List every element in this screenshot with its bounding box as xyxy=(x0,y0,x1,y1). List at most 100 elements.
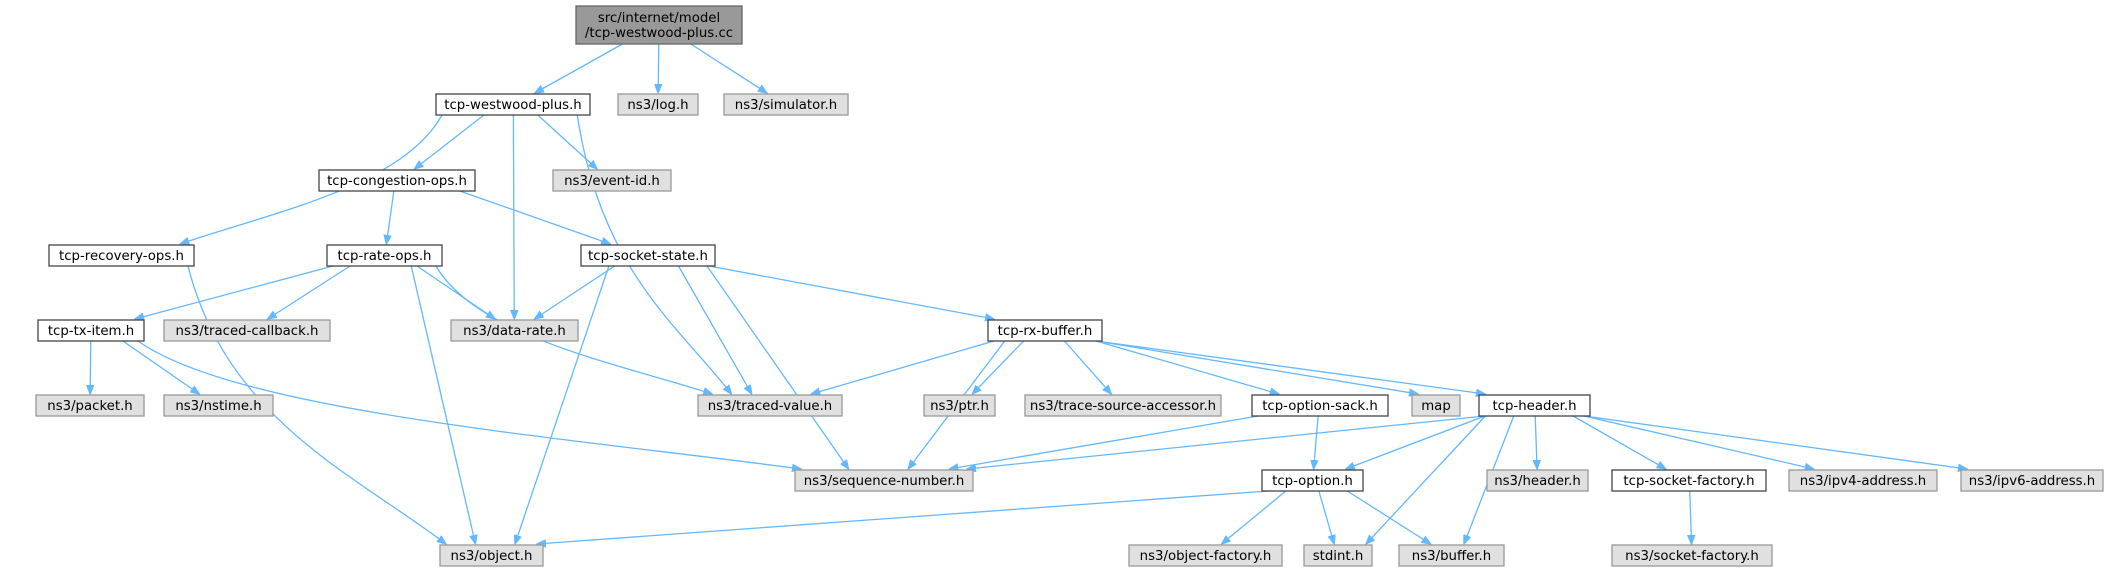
node-label: ns3/object-factory.h xyxy=(1140,549,1272,564)
node-box xyxy=(794,469,974,492)
node-label: ns3/nstime.h xyxy=(175,399,261,414)
node-tcp-recovery-ops-h[interactable]: tcp-recovery-ops.h xyxy=(48,244,195,267)
node-tcp-congestion-ops-h[interactable]: tcp-congestion-ops.h xyxy=(318,169,476,192)
node-tcp-tx-item-h[interactable]: tcp-tx-item.h xyxy=(37,319,145,342)
node-label: tcp-header.h xyxy=(1492,399,1576,414)
edge-tcpheader-to-socketfactory xyxy=(1572,415,1666,469)
edge-rxbuffer-to-tracedvalue xyxy=(811,340,995,394)
node-ns3-object-factory-h[interactable]: ns3/object-factory.h xyxy=(1128,544,1283,567)
node-label: ns3/event-id.h xyxy=(564,174,660,189)
node-ns3-buffer-h[interactable]: ns3/buffer.h xyxy=(1398,544,1505,567)
node-ns3-sequence-number-h[interactable]: ns3/sequence-number.h xyxy=(794,469,974,492)
node-label: ns3/data-rate.h xyxy=(463,324,566,339)
node-box xyxy=(1303,544,1373,567)
node-tcp-rx-buffer-h[interactable]: tcp-rx-buffer.h xyxy=(987,319,1103,342)
edge-tcpheader-to-seqnum xyxy=(967,415,1486,469)
node-box xyxy=(326,244,443,267)
node-ns3-traced-value-h[interactable]: ns3/traced-value.h xyxy=(697,394,843,417)
edge-root-to-westwood xyxy=(535,43,623,93)
node-map[interactable]: map xyxy=(1411,394,1461,417)
node-ns3-object-h[interactable]: ns3/object.h xyxy=(439,544,544,567)
node-label: ns3/socket-factory.h xyxy=(1625,549,1759,564)
node-ns3-ipv6-address-h[interactable]: ns3/ipv6-address.h xyxy=(1960,469,2104,492)
node-ns3-traced-callback-h[interactable]: ns3/traced-callback.h xyxy=(163,319,331,342)
edge-tcpheader-to-header xyxy=(1535,415,1537,469)
node-ns3-ptr-h[interactable]: ns3/ptr.h xyxy=(923,394,996,417)
node-box xyxy=(35,394,145,417)
node-box xyxy=(1611,469,1767,492)
node-label: tcp-rx-buffer.h xyxy=(998,324,1093,339)
node-label: ns3/traced-callback.h xyxy=(176,324,319,339)
edge-rxbuffer-to-tcpheader xyxy=(1095,340,1485,394)
node-src-internet-model-tcp-westwood-plus-cc[interactable]: src/internet/model/tcp-westwood-plus.cc xyxy=(575,5,743,45)
node-box xyxy=(987,319,1103,342)
node-label: tcp-tx-item.h xyxy=(48,324,134,339)
node-ns3-simulator-h[interactable]: ns3/simulator.h xyxy=(723,93,849,116)
node-ns3-data-rate-h[interactable]: ns3/data-rate.h xyxy=(450,319,579,342)
node-ns3-trace-source-accessor-h[interactable]: ns3/trace-source-accessor.h xyxy=(1024,394,1222,417)
node-box xyxy=(163,319,331,342)
edge-txitem-to-seqnum xyxy=(137,340,801,469)
node-tcp-option-h[interactable]: tcp-option.h xyxy=(1261,469,1364,492)
edge-root-to-simulator xyxy=(690,43,767,93)
node-stdint-h[interactable]: stdint.h xyxy=(1303,544,1373,567)
node-box xyxy=(723,93,849,116)
node-label: ns3/buffer.h xyxy=(1412,549,1491,564)
node-ns3-log-h[interactable]: ns3/log.h xyxy=(617,93,699,116)
node-box xyxy=(435,93,591,116)
node-box xyxy=(37,319,145,342)
node-box xyxy=(1788,469,1938,492)
edge-rateops-to-tracedvalue xyxy=(435,265,712,394)
node-box xyxy=(1486,469,1589,492)
node-tcp-socket-factory-h[interactable]: tcp-socket-factory.h xyxy=(1611,469,1767,492)
node-ns3-packet-h[interactable]: ns3/packet.h xyxy=(35,394,145,417)
node-ns3-header-h[interactable]: ns3/header.h xyxy=(1486,469,1589,492)
edge-congestion-to-socketstate xyxy=(459,190,611,244)
node-box xyxy=(552,169,672,192)
node-label: ns3/simulator.h xyxy=(735,98,837,113)
node-label: ns3/object.h xyxy=(451,549,533,564)
node-box xyxy=(450,319,579,342)
node-label: ns3/sequence-number.h xyxy=(804,474,965,489)
edge-optsack-to-option xyxy=(1314,415,1319,469)
node-box xyxy=(48,244,195,267)
node-label: stdint.h xyxy=(1313,549,1364,564)
edge-rxbuffer-to-tracesource xyxy=(1064,340,1112,394)
node-label: tcp-option.h xyxy=(1272,474,1353,489)
edge-socketfactory-to-ns3socketfactory xyxy=(1690,490,1692,544)
node-ns3-ipv4-address-h[interactable]: ns3/ipv4-address.h xyxy=(1788,469,1938,492)
node-tcp-westwood-plus-h[interactable]: tcp-westwood-plus.h xyxy=(435,93,591,116)
edge-option-to-buffer xyxy=(1346,490,1430,544)
node-tcp-rate-ops-h[interactable]: tcp-rate-ops.h xyxy=(326,244,443,267)
node-tcp-socket-state-h[interactable]: tcp-socket-state.h xyxy=(580,244,716,267)
edge-option-to-object xyxy=(537,490,1269,544)
node-box xyxy=(1960,469,2104,492)
edge-rxbuffer-to-map xyxy=(1095,340,1418,394)
node-ns3-socket-factory-h[interactable]: ns3/socket-factory.h xyxy=(1611,544,1773,567)
node-ns3-event-id-h[interactable]: ns3/event-id.h xyxy=(552,169,672,192)
node-label: ns3/ipv6-address.h xyxy=(1969,474,2095,489)
node-box xyxy=(1478,394,1591,417)
edge-socketstate-to-tracedvalue xyxy=(677,265,752,394)
edge-socketstate-to-datarate xyxy=(535,265,615,319)
node-box xyxy=(697,394,843,417)
node-box xyxy=(439,544,544,567)
edge-socketstate-to-rxbuffer xyxy=(708,265,994,319)
edge-tcpheader-to-stdint xyxy=(1366,415,1486,544)
node-ns3-nstime-h[interactable]: ns3/nstime.h xyxy=(163,394,274,417)
node-tcp-header-h[interactable]: tcp-header.h xyxy=(1478,394,1591,417)
node-box xyxy=(575,5,743,45)
node-label: ns3/trace-source-accessor.h xyxy=(1030,399,1216,414)
edge-westwood-to-recovery xyxy=(180,114,443,244)
nodes-layer: src/internet/model/tcp-westwood-plus.cc t… xyxy=(35,5,2104,567)
node-label: ns3/header.h xyxy=(1494,474,1581,489)
edge-rateops-to-object xyxy=(410,265,475,544)
node-box xyxy=(580,244,716,267)
node-label: tcp-rate-ops.h xyxy=(338,249,432,264)
node-tcp-option-sack-h[interactable]: tcp-option-sack.h xyxy=(1251,394,1389,417)
node-label: tcp-recovery-ops.h xyxy=(59,249,184,264)
node-box xyxy=(163,394,274,417)
node-label: map xyxy=(1421,399,1451,414)
node-label: ns3/traced-value.h xyxy=(708,399,832,414)
